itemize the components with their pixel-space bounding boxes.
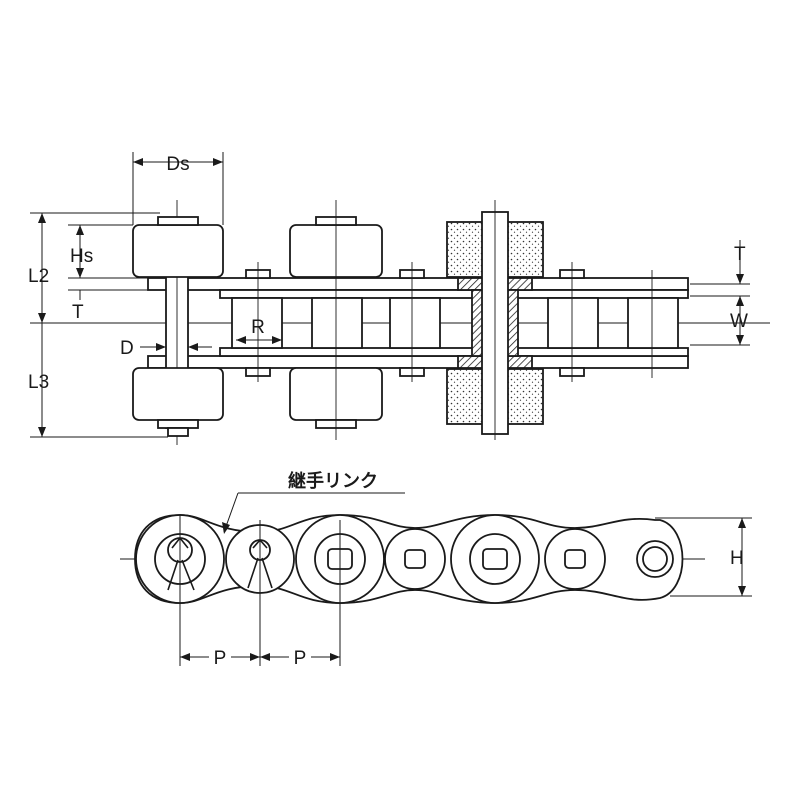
dim-label-d: D (120, 338, 134, 359)
dimension-d: D (120, 338, 212, 359)
pin-heads (245, 262, 653, 382)
connecting-link-label: 継手リンク (288, 470, 378, 492)
dim-label-p1: P (214, 648, 227, 669)
sectioned-sleeve (446, 200, 544, 440)
roller (311, 297, 363, 349)
dim-label-h: H (730, 548, 744, 569)
dim-label-t-left: T (72, 302, 84, 323)
dim-label-l3: L3 (28, 372, 49, 393)
dim-label-hs: Hs (70, 246, 93, 267)
upper-inner-plate (219, 289, 689, 299)
dim-label-p2: P (294, 648, 307, 669)
pin-head (167, 427, 189, 437)
dim-label-r: R (251, 317, 265, 338)
attachment-rollers (132, 200, 383, 440)
dimension-r: R (236, 317, 282, 344)
attachment-roller-upper (132, 224, 224, 278)
lower-inner-plate (219, 347, 689, 357)
dim-label-t-right: T (734, 244, 746, 265)
link-plates (147, 277, 689, 369)
roller (547, 297, 599, 349)
dimension-t-left: T (68, 289, 148, 323)
connecting-link-callout: 継手リンク (222, 470, 405, 534)
dimension-ds: Ds (132, 152, 224, 225)
side-view: 継手リンク H P P (120, 470, 752, 669)
dimension-l2: L2 (28, 212, 160, 323)
dim-label-l2: L2 (28, 266, 49, 287)
roller (627, 297, 679, 349)
dimension-w: W (690, 296, 750, 346)
upper-outer-plate (147, 277, 689, 291)
roller-cap (157, 419, 199, 429)
lower-outer-plate (147, 355, 689, 369)
dimension-t-right: T (690, 240, 750, 306)
roller (389, 297, 441, 349)
attachment-roller-lower (132, 367, 224, 421)
dimension-hs: Hs (68, 224, 148, 279)
dim-label-w: W (730, 311, 748, 332)
dimension-h: H (655, 517, 752, 597)
dimension-l3: L3 (28, 323, 168, 438)
top-view: Ds L2 Hs T L3 (28, 152, 770, 445)
dimension-pitch: P P (179, 515, 341, 669)
roller-cap (157, 216, 199, 226)
dim-label-ds: Ds (166, 154, 189, 175)
